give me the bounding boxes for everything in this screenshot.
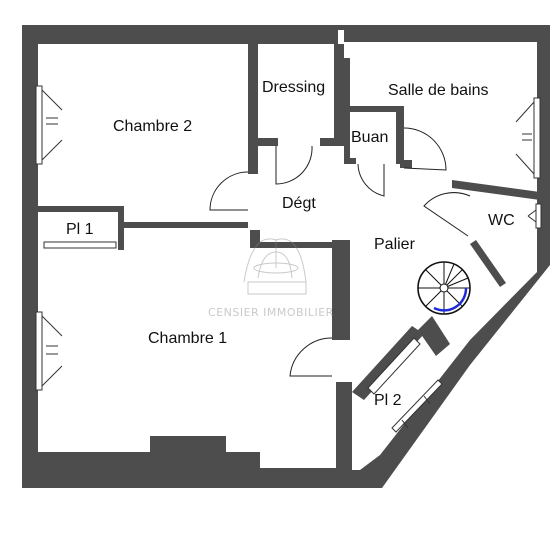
wall-buan-right [396, 112, 404, 164]
window-icon [527, 203, 542, 229]
wall-sdb-left [344, 58, 350, 108]
wall-ch1-top-right [250, 230, 260, 244]
label-chambre-2: Chambre 2 [113, 118, 192, 135]
wall-ch2-right [248, 44, 258, 174]
window-icon [35, 311, 63, 391]
wall-buan-right-b [400, 160, 412, 168]
window-icon [391, 379, 443, 433]
label-pl-2: Pl 2 [374, 392, 402, 409]
wall-pl2-b [418, 316, 450, 356]
window-icon [35, 85, 63, 165]
walls [22, 25, 550, 488]
doors [209, 127, 471, 377]
label-salle-de-bains: Salle de bains [388, 82, 489, 99]
window-icon [515, 97, 541, 179]
wall-ch1-right-b [336, 382, 352, 470]
wall-pl2 [352, 326, 424, 400]
wall-sdb-bottom [344, 106, 404, 112]
label-pl-1: Pl 1 [66, 221, 94, 238]
fountain-logo-icon [243, 238, 307, 295]
door-arc-icon [275, 145, 313, 185]
wall-buan-bottom [344, 158, 356, 164]
watermark: CENSIER IMMOBILIER [208, 238, 334, 319]
door-arc-icon [423, 192, 471, 237]
wall-dressing-bottom [258, 138, 278, 146]
wall-dressing-right [334, 44, 344, 140]
wall-ch1-right [332, 240, 350, 340]
stair-direction-arc [433, 287, 468, 312]
door-arc-icon [289, 337, 333, 377]
label-degt: Dégt [282, 195, 316, 212]
door-arc-icon [209, 171, 249, 211]
room-labels: Dressing Salle de bains Chambre 2 Buan D… [66, 79, 515, 409]
watermark-text: CENSIER IMMOBILIER [208, 306, 334, 319]
wall-ch1-top-right-b [250, 242, 332, 248]
spiral-staircase-icon [417, 261, 471, 315]
wall-ch2-bottom [38, 206, 122, 212]
wall-ch2-bottom-b [122, 222, 248, 228]
label-chambre-1: Chambre 1 [148, 330, 227, 347]
door-arc-icon [357, 163, 385, 197]
label-dressing: Dressing [262, 79, 325, 96]
label-palier: Palier [374, 236, 416, 253]
wall-wc-left [470, 240, 506, 287]
pl2-closet [367, 337, 421, 395]
door-arc-icon [403, 127, 447, 171]
label-buan: Buan [351, 129, 388, 146]
windows [35, 85, 542, 433]
wall-pl1-right [118, 206, 124, 250]
wall-buan-left [344, 112, 350, 164]
wall-wc-top [452, 180, 540, 200]
label-wc: WC [488, 212, 515, 229]
pl1-closet [43, 241, 117, 249]
wall-dressing-bottom-b [320, 138, 344, 146]
